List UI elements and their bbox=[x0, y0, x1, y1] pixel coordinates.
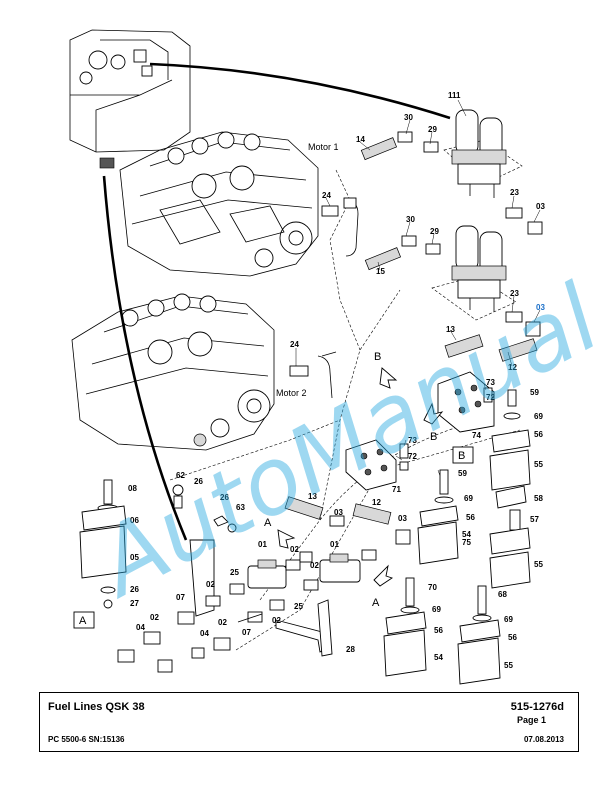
drawing-date: 07.08.2013 bbox=[523, 735, 564, 744]
part-label-111: 111 bbox=[448, 91, 461, 100]
part-label-57: 57 bbox=[530, 515, 539, 524]
part-label-03: 03 bbox=[398, 514, 407, 523]
part-label-07: 07 bbox=[242, 628, 251, 637]
part-label-13: 13 bbox=[308, 492, 317, 501]
part-label-71: 71 bbox=[392, 485, 401, 494]
part-label-02: 02 bbox=[310, 561, 319, 570]
part-label-05: 05 bbox=[130, 553, 139, 562]
part-label-01: 01 bbox=[330, 540, 339, 549]
view-b-label-2: B bbox=[430, 431, 437, 443]
part-label-55: 55 bbox=[534, 460, 543, 469]
part-label-23: 23 bbox=[510, 188, 519, 197]
part-label-30: 30 bbox=[406, 215, 415, 224]
part-label-25: 25 bbox=[230, 568, 239, 577]
clamp-stack-left bbox=[79, 479, 127, 609]
title-block: Fuel Lines QSK 38 515-1276d Page 1 PC 55… bbox=[39, 692, 579, 752]
hoses-upper bbox=[289, 131, 543, 399]
view-b-label-1: B bbox=[374, 351, 381, 363]
part-label-59: 59 bbox=[458, 469, 467, 478]
part-label-02: 02 bbox=[290, 545, 299, 554]
part-label-29: 29 bbox=[428, 125, 437, 134]
part-label-04: 04 bbox=[136, 623, 145, 632]
part-label-15: 15 bbox=[376, 267, 385, 276]
part-label-28: 28 bbox=[346, 645, 355, 654]
leader-lines bbox=[295, 99, 541, 477]
part-label-30: 30 bbox=[404, 113, 413, 122]
page-number: Page 1 bbox=[516, 715, 546, 725]
part-label-75: 75 bbox=[462, 538, 471, 547]
part-label-03: 03 bbox=[536, 202, 545, 211]
fuel-filter-111 bbox=[443, 109, 523, 198]
part-label-54: 54 bbox=[462, 530, 471, 539]
fuel-filter-lower bbox=[431, 225, 517, 321]
part-label-74: 74 bbox=[472, 431, 481, 440]
drawing-title: Fuel Lines QSK 38 bbox=[48, 701, 145, 713]
part-label-27: 27 bbox=[130, 599, 139, 608]
part-label-70: 70 bbox=[428, 583, 437, 592]
part-label-23: 23 bbox=[510, 289, 519, 298]
engine-2: Motor 2 bbox=[71, 293, 307, 451]
part-label-73: 73 bbox=[486, 378, 495, 387]
part-label-03: 03 bbox=[536, 303, 545, 312]
part-label-24: 24 bbox=[322, 191, 331, 200]
part-label-08: 08 bbox=[128, 484, 137, 493]
part-label-69: 69 bbox=[504, 615, 513, 624]
view-a-label-2: A bbox=[372, 597, 380, 609]
part-label-73: 73 bbox=[408, 436, 417, 445]
part-label-07: 07 bbox=[176, 593, 185, 602]
part-label-03: 03 bbox=[334, 508, 343, 517]
part-label-55: 55 bbox=[534, 560, 543, 569]
document-number: 515-1276d bbox=[510, 701, 564, 713]
part-label-72: 72 bbox=[408, 452, 417, 461]
detail-b-box-label: B bbox=[458, 450, 465, 462]
part-label-56: 56 bbox=[434, 626, 443, 635]
detail-a-box-label: A bbox=[79, 615, 87, 627]
part-label-26: 26 bbox=[220, 493, 229, 502]
machine-overview bbox=[69, 29, 191, 169]
part-label-56: 56 bbox=[534, 430, 543, 439]
part-label-72: 72 bbox=[486, 393, 495, 402]
part-label-25: 25 bbox=[294, 602, 303, 611]
parts-diagram: Motor 1 Motor 2 bbox=[69, 29, 612, 685]
part-label-04: 04 bbox=[200, 629, 209, 638]
part-label-02: 02 bbox=[206, 580, 215, 589]
part-label-29: 29 bbox=[430, 227, 439, 236]
view-markers: A A B B A B bbox=[73, 351, 474, 629]
part-label-06: 06 bbox=[130, 516, 139, 525]
part-label-26: 26 bbox=[130, 585, 139, 594]
part-label-56: 56 bbox=[466, 513, 475, 522]
part-label-56: 56 bbox=[508, 633, 517, 642]
part-label-63: 63 bbox=[236, 503, 245, 512]
machine-serial: PC 5500-6 SN:15136 bbox=[48, 735, 125, 744]
part-label-68: 68 bbox=[498, 590, 507, 599]
part-label-62: 62 bbox=[176, 471, 185, 480]
part-label-01: 01 bbox=[258, 540, 267, 549]
part-label-02: 02 bbox=[272, 616, 281, 625]
part-label-69: 69 bbox=[432, 605, 441, 614]
part-label-69: 69 bbox=[534, 412, 543, 421]
part-label-55: 55 bbox=[504, 661, 513, 670]
part-label-12: 12 bbox=[372, 498, 381, 507]
part-label-54: 54 bbox=[434, 653, 443, 662]
part-label-02: 02 bbox=[150, 613, 159, 622]
part-label-24: 24 bbox=[290, 340, 299, 349]
view-a-label-1: A bbox=[264, 517, 272, 529]
motor-2-label: Motor 2 bbox=[276, 388, 307, 398]
part-label-69: 69 bbox=[464, 494, 473, 503]
part-label-12: 12 bbox=[508, 363, 517, 372]
motor-1-label: Motor 1 bbox=[308, 142, 339, 152]
pump-assembly bbox=[117, 484, 411, 673]
part-labels: 111 14 30 29 24 23 03 30 29 15 23 03 13 … bbox=[128, 91, 545, 670]
part-label-02: 02 bbox=[218, 618, 227, 627]
part-label-13: 13 bbox=[446, 325, 455, 334]
clamp-brackets-right bbox=[345, 371, 531, 685]
part-label-26: 26 bbox=[194, 477, 203, 486]
part-label-14: 14 bbox=[356, 135, 365, 144]
part-label-59: 59 bbox=[530, 388, 539, 397]
part-label-58: 58 bbox=[534, 494, 543, 503]
engine-1: Motor 1 bbox=[119, 131, 339, 277]
